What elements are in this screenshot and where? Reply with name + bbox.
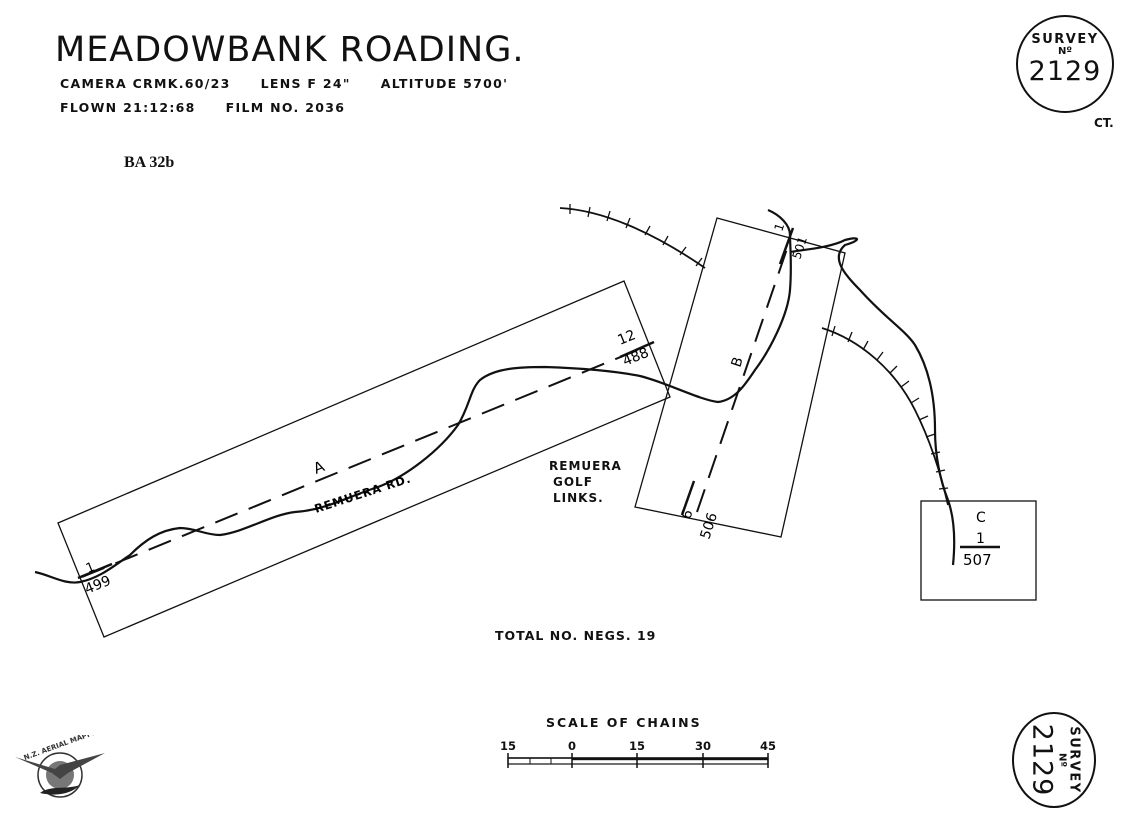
camera-info-line: CAMERA CRMK.60/23 LENS F 24" ALTITUDE 5700…: [60, 76, 538, 91]
scale-tick-label: 45: [759, 739, 777, 753]
flown-date: FLOWN 21:12:68: [60, 100, 196, 115]
strip-a-outline: [57, 280, 671, 638]
railway-north: [559, 207, 706, 269]
remuera-road: [34, 208, 792, 584]
survey-number: 2129: [1028, 56, 1102, 87]
strip-b-outline: [634, 217, 846, 538]
reference-code: BA 32b: [124, 154, 175, 171]
scale-tick-label: 15: [499, 739, 517, 753]
scale-tick-label: 30: [694, 739, 712, 753]
total-negatives: TOTAL NO. NEGS. 19: [495, 628, 657, 643]
run-c-start-neg: 507: [963, 551, 992, 569]
flight-line-a: [81, 346, 646, 578]
run-a-end-marker: [619, 340, 655, 359]
run-a-end-neg: 488: [621, 345, 652, 370]
golf-links-line-1: REMUERA: [549, 459, 622, 473]
railway-north-ties: [569, 204, 703, 267]
railway-south: [821, 327, 949, 506]
camera-info: CAMERA CRMK.60/23: [60, 76, 231, 91]
scale-tick-label: 0: [567, 739, 577, 753]
road-label: REMUERA RD.: [313, 471, 413, 515]
scale-tick-label: 15: [628, 739, 646, 753]
run-a-label: A: [311, 457, 328, 478]
run-c-start-frame: 1: [976, 531, 985, 547]
golf-links-line-3: LINKS.: [553, 491, 604, 505]
film-number: FILM NO. 2036: [225, 100, 346, 115]
ct-mark: CT.: [1094, 116, 1114, 130]
run-b-end-neg: 501: [790, 235, 810, 261]
survey-number-stamp: SURVEY Nº 2129: [1016, 15, 1114, 113]
survey-label: SURVEY: [1031, 32, 1099, 47]
strip-c-outline: [920, 500, 1037, 601]
map-title: MEADOWBANK ROADING.: [55, 30, 525, 70]
altitude-info: ALTITUDE 5700': [380, 76, 509, 91]
run-a-start-marker: [77, 562, 113, 580]
nz-aerial-mapping-logo: N.Z. AERIAL MAPPING: [15, 735, 107, 798]
lens-info: LENS F 24": [260, 76, 351, 91]
survey-number-stamp-rotated: SURVEY Nº 2129: [1012, 712, 1096, 808]
run-b-start-frame: 6: [679, 508, 697, 522]
flight-line-b: [696, 239, 791, 513]
run-b-label: B: [729, 355, 747, 369]
run-b-start-neg: 506: [698, 511, 722, 541]
flight-info-line: FLOWN 21:12:68 FILM NO. 2036: [60, 100, 375, 115]
run-c-label: C: [976, 510, 986, 526]
number-sign: Nº: [1057, 46, 1072, 57]
golf-links-line-2: GOLF: [553, 475, 593, 489]
golf-links-label: REMUERA GOLF LINKS.: [549, 458, 622, 506]
run-b-end-marker: [778, 227, 795, 265]
railway-south-ties: [831, 325, 949, 490]
run-b-end-frame: 1: [772, 221, 788, 233]
run-a-start-neg: 499: [83, 573, 114, 598]
run-b-start-marker: [680, 480, 696, 516]
scale-bar: [507, 753, 769, 768]
run-a-end-frame: 12: [616, 327, 639, 349]
scale-title: SCALE OF CHAINS: [546, 715, 702, 730]
road-branch-east: [789, 237, 956, 566]
